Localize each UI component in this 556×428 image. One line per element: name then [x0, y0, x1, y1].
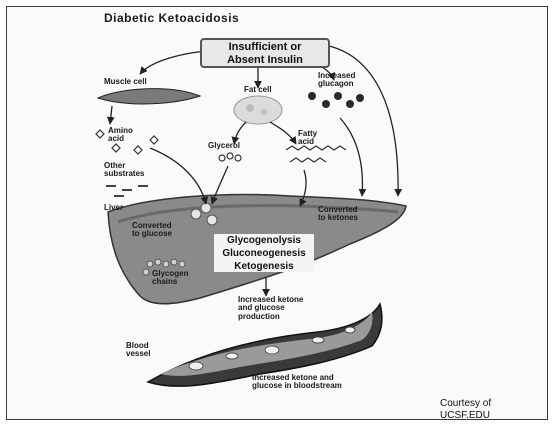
- liver-label: Liver: [104, 204, 123, 212]
- amino-acid-label: Amino acid: [108, 127, 133, 144]
- glycerol-label: Glycerol: [208, 142, 240, 150]
- glycogen-chains-label: Glycogen chains: [152, 270, 188, 287]
- insulin-box-line2: Absent Insulin: [202, 54, 328, 67]
- production-label: Increased ketone and glucose production: [238, 296, 303, 321]
- glycerol-molecules: [219, 153, 241, 161]
- converted-glucose-label: Converted to glucose: [132, 222, 172, 239]
- insufficient-insulin-box: Insufficient or Absent Insulin: [200, 38, 330, 68]
- other-substrates-marks: [106, 186, 148, 196]
- diagram-title: Diabetic Ketoacidosis: [104, 12, 239, 25]
- courtesy-credit: Courtesy of UCSF.EDU: [440, 398, 491, 422]
- process-gluconeogenesis: Gluconeogenesis: [214, 247, 314, 260]
- blood-vessel-label: Blood vessel: [126, 342, 150, 359]
- fatty-acid-label: Fatty acid: [298, 130, 317, 147]
- process-ketogenesis: Ketogenesis: [214, 260, 314, 273]
- fat-cell-shape: [234, 96, 282, 124]
- converted-ketones-label: Converted to ketones: [318, 206, 358, 223]
- muscle-cell-label: Muscle cell: [104, 78, 147, 86]
- glucagon-dots: [308, 92, 364, 108]
- increased-glucagon-label: Increased glucagon: [318, 72, 355, 89]
- process-glycogenolysis: Glycogenolysis: [214, 234, 314, 247]
- insulin-box-line1: Insufficient or: [202, 41, 328, 54]
- muscle-cell-shape: [98, 89, 200, 104]
- fat-cell-label: Fat cell: [244, 86, 272, 94]
- liver-processes-box: Glycogenolysis Gluconeogenesis Ketogenes…: [214, 234, 314, 272]
- other-substrates-label: Other substrates: [104, 162, 144, 179]
- bloodstream-label: Increased ketone and glucose in bloodstr…: [252, 374, 342, 391]
